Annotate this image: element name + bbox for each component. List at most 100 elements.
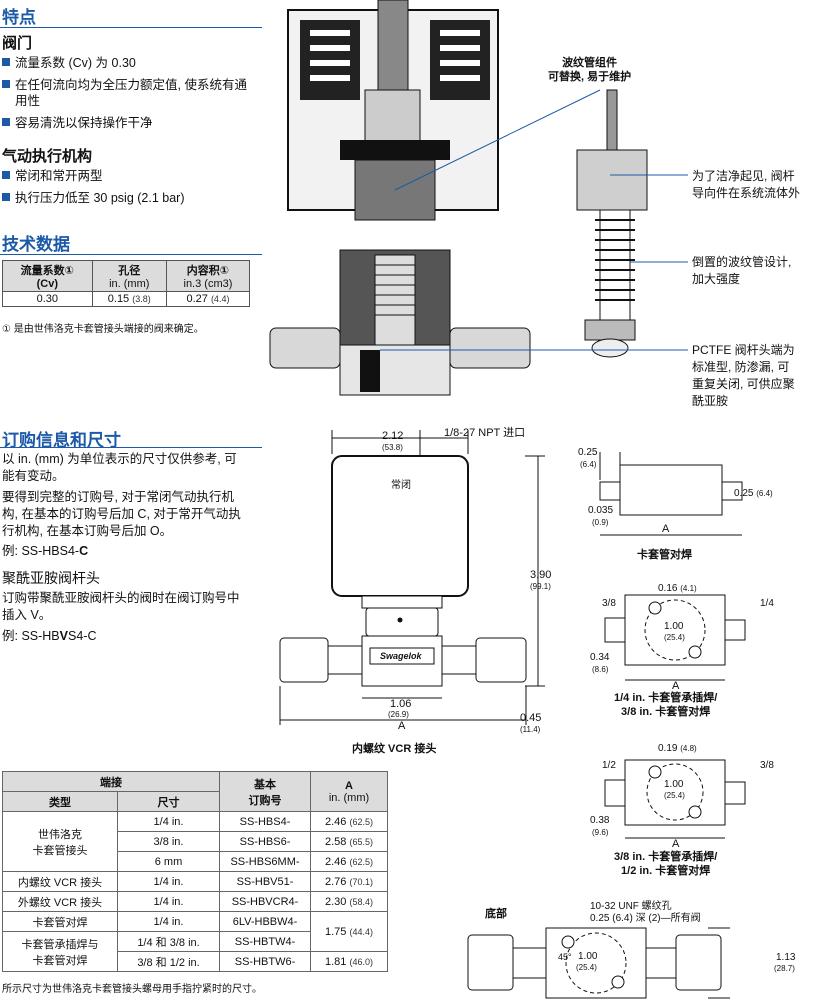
list-item: 常闭和常开两型 [2, 168, 252, 184]
bullet-icon [2, 58, 10, 66]
socket-weld-1-drawing [604, 594, 746, 681]
port-label: 1/8-27 NPT 进口 [444, 427, 526, 439]
s2-a: A [672, 838, 680, 850]
tech-title: 技术数据 [2, 235, 70, 254]
socket-weld-2-drawing [604, 759, 746, 839]
ordering-example-2: 例: SS-HBVS4-C [2, 629, 97, 643]
table-row: 外螺纹 VCR 接头 1/4 in. SS-HBVCR4- 2.30 (58.4… [2, 891, 388, 912]
bullet-icon [2, 193, 10, 201]
bottom-view-height: 1.13 [776, 952, 796, 963]
table-row: 内螺纹 VCR 接头 1/4 in. SS-HBV51- 2.76 (70.1) [2, 871, 388, 892]
callout-inverted-bellows: 倒置的波纹管设计, 加大强度 [692, 255, 792, 286]
ordering-paragraph-2: 要得到完整的订购号, 对于常闭气动执行机构, 在基本的订购号后加 C, 对于常开… [2, 490, 241, 538]
height-dim-mm: (99.1) [530, 582, 551, 591]
features-title: 特点 [2, 8, 36, 27]
bottom-view-drawing [467, 927, 730, 999]
main-dimension-drawing [279, 430, 545, 725]
bw-a: A [662, 523, 670, 535]
bottom-dim-mm: (11.4) [520, 725, 541, 734]
polyimide-subtitle: 聚酰亚胺阀杆头 [2, 570, 100, 586]
divider [0, 27, 262, 28]
butt-weld-drawing [599, 452, 743, 536]
s2-center: 1.00 [664, 779, 684, 790]
list-item: 流量系数 (Cv) 为 0.30 [2, 55, 252, 71]
bottom-view-angle: 45° [558, 952, 572, 962]
bottom-view-height-mm: (28.7) [774, 964, 795, 973]
bw-d1: 0.25 [578, 447, 598, 458]
list-item: 执行压力低至 30 psig (2.1 bar) [2, 190, 252, 206]
callout-pctfe-tip: PCTFE 阀杆头端为 标准型, 防渗漏, 可 重复关闭, 可供应聚 酰亚胺 [692, 343, 795, 408]
brand-label: Swagelok [380, 651, 422, 661]
bottom-dim: 0.45 [520, 712, 542, 724]
list-item: 容易清洗以保持操作干净 [2, 115, 252, 131]
table-row: 3/8 in. SS-HBS6- 2.58 (65.5) [3, 831, 388, 852]
bottom-view-hole: 10-32 UNF 螺纹孔 [590, 901, 672, 912]
s1-center: 1.00 [664, 621, 684, 632]
s1-top: 0.16 (4.1) [658, 583, 697, 594]
ordering-title: 订购信息和尺寸 [2, 431, 121, 450]
s1-side-mm: (8.6) [592, 665, 609, 674]
tech-footnote: ① 是由世伟洛克卡套管接头端接的阀来确定。 [2, 324, 204, 335]
height-dim: 3.90 [530, 569, 552, 581]
dim-top: 2.12 [382, 430, 404, 442]
main-drawing-caption: 内螺纹 VCR 接头 [352, 743, 437, 755]
s1-side: 0.34 [590, 652, 610, 663]
actuator-title: 气动执行机构 [2, 148, 93, 165]
bullet-icon [2, 80, 10, 88]
s1-right: 1/4 [760, 598, 774, 609]
center-dim: 1.06 [390, 698, 412, 710]
bw-d1-mm: (6.4) [580, 460, 597, 469]
divider [0, 254, 262, 255]
dim-top-mm: (53.8) [382, 443, 403, 452]
table-row: 0.30 0.15 (3.8) 0.27 (4.4) [2, 291, 251, 307]
order-footnote: 所示尺寸为世伟洛克卡套管接头螺母用手指拧紧时的尺寸。 [2, 984, 262, 995]
list-item: 在任何流向均为全压力额定值, 使系统有通用性 [2, 77, 252, 109]
divider [0, 447, 262, 448]
table-header: 类型 [2, 791, 118, 812]
bottom-view-hole-depth: 0.25 (6.4) 深 (2)—所有阀 [590, 913, 701, 924]
center-dim-mm: (26.9) [388, 710, 409, 719]
callout-bellows: 波纹管组件 可替换, 易于维护 [548, 57, 632, 83]
bottom-view-label: 底部 [485, 908, 507, 920]
ordering-paragraph-1: 以 in. (mm) 为单位表示的尺寸仅供参考, 可能有变动。 [2, 452, 237, 483]
valve-title: 阀门 [2, 35, 33, 52]
callout-stem-guide: 为了洁净起见, 阀杆 导向件在系统流体外 [692, 169, 801, 200]
bullet-icon [2, 118, 10, 126]
bw-d2: 0.035 [588, 505, 614, 516]
s2-top: 0.19 (4.8) [658, 743, 697, 754]
bellows-detail-illustration [576, 89, 648, 358]
bw-d2-mm: (0.9) [592, 518, 609, 527]
table-header: 端接 [2, 771, 220, 792]
socket1-caption: 1/4 in. 卡套管承插焊/3/8 in. 卡套管对焊 [614, 692, 718, 718]
table-row: 世伟洛克卡套管接头 1/4 in. SS-HBS4- 2.46 (62.5) [2, 811, 388, 872]
table-row: 6 mm SS-HBS6MM- 2.46 (62.5) [3, 851, 388, 872]
ordering-example-1: 例: SS-HBS4-C [2, 544, 89, 558]
callout-leaders [380, 89, 688, 351]
table-header: 基本订购号 [219, 771, 311, 812]
s1-left: 3/8 [602, 598, 616, 609]
bottom-view-center: 1.00 [578, 951, 598, 962]
s2-left: 1/2 [602, 760, 616, 771]
s2-side-mm: (9.6) [592, 828, 609, 837]
s1-center-mm: (25.4) [664, 633, 685, 642]
table-header: 尺寸 [117, 791, 220, 812]
dim-a: A [398, 720, 406, 732]
bottom-view-center-mm: (25.4) [576, 963, 597, 972]
table-row: 3/8 和 1/2 in. SS-HBTW6- 1.81 (46.0) [3, 951, 388, 972]
butt-weld-caption: 卡套管对焊 [637, 549, 692, 561]
s1-a: A [672, 680, 680, 692]
table-row: 卡套管对焊 1/4 in. 6LV-HBBW4- 1.75 (44.4) [2, 911, 388, 952]
valve-cutaway-illustration [269, 0, 531, 396]
socket2-caption: 3/8 in. 卡套管承插焊/1/2 in. 卡套管对焊 [614, 851, 718, 877]
bw-d3: 0.25 (6.4) [734, 488, 773, 499]
s2-side: 0.38 [590, 815, 610, 826]
ordering-paragraph-3: 订购带聚酰亚胺阀杆头的阀时在阀订购号中插入 V。 [2, 591, 240, 622]
s2-right: 3/8 [760, 760, 774, 771]
nc-label: 常闭 [391, 480, 411, 491]
bullet-icon [2, 171, 10, 179]
s2-center-mm: (25.4) [664, 791, 685, 800]
